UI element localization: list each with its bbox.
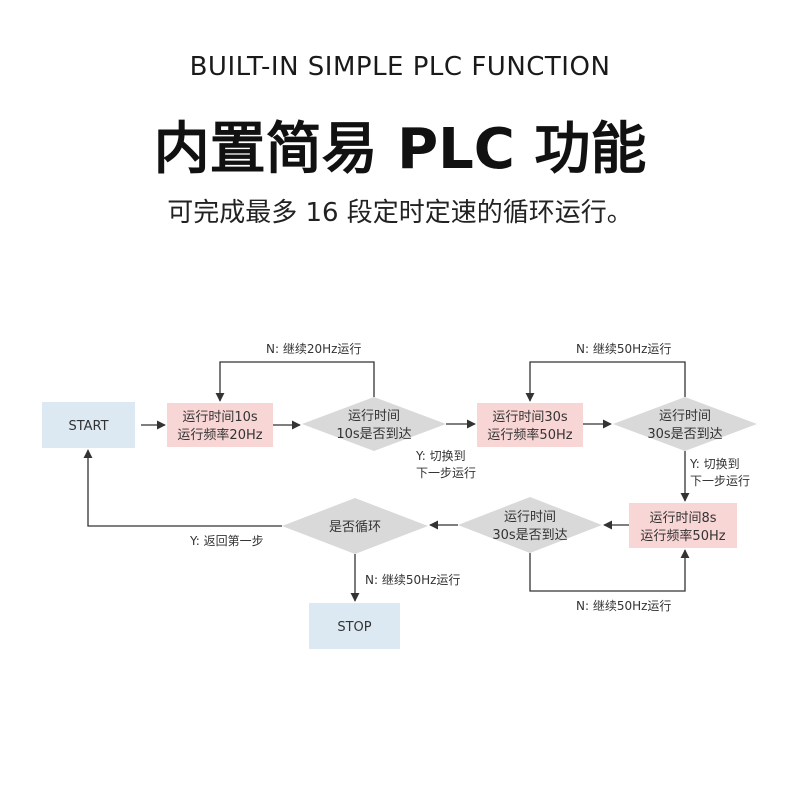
process-2 (477, 403, 583, 447)
stop-label: STOP (337, 620, 371, 635)
yes-1-line-1: Y: 切换到 (415, 449, 466, 463)
yes-1-line-2: 下一步运行 (416, 466, 476, 480)
process-1-line-1: 运行时间10s (182, 410, 258, 425)
loop-d2-to-p2 (525, 361, 686, 402)
decision-2 (613, 397, 757, 451)
header-title-zh: 内置简易 PLC 功能 (153, 117, 647, 182)
decision-3-line-2: 30s是否到达 (492, 528, 567, 543)
stop-branch-label: N: 继续50Hz运行 (365, 573, 460, 587)
decision-2-line-2: 30s是否到达 (647, 427, 722, 442)
decision-1 (302, 397, 446, 451)
decision-3 (458, 497, 602, 553)
decision-4-label: 是否循环 (329, 520, 381, 535)
decision-1-line-2: 10s是否到达 (336, 427, 411, 442)
decision-3-line-1: 运行时间 (504, 510, 556, 525)
process-1-line-2: 运行频率20Hz (177, 427, 262, 443)
process-2-line-1: 运行时间30s (492, 410, 568, 425)
decision-2-line-1: 运行时间 (659, 409, 711, 424)
stop-node (309, 603, 400, 649)
loop-2-label: N: 继续50Hz运行 (576, 342, 671, 356)
process-3-line-2: 运行频率50Hz (640, 528, 725, 544)
yes-return-label: Y: 返回第一步 (189, 534, 264, 548)
process-3 (629, 503, 737, 548)
process-3-line-1: 运行时间8s (649, 511, 716, 526)
decision-1-line-1: 运行时间 (348, 409, 400, 424)
yes-2-line-2: 下一步运行 (690, 474, 750, 488)
return-d4-to-start (83, 449, 282, 527)
header-title-en: BUILT-IN SIMPLE PLC FUNCTION (189, 52, 611, 82)
yes-2-line-1: Y: 切换到 (689, 457, 740, 471)
loop-3-label: N: 继续50Hz运行 (576, 599, 671, 613)
header-subtitle: 可完成最多 16 段定时定速的循环运行。 (167, 198, 633, 228)
process-2-line-2: 运行频率50Hz (487, 427, 572, 443)
process-1 (167, 403, 273, 447)
start-node (42, 402, 135, 448)
decision-4 (282, 498, 428, 554)
loop-1-label: N: 继续20Hz运行 (266, 342, 361, 356)
loop-d3-to-p3 (529, 549, 690, 592)
start-label: START (68, 419, 108, 434)
loop-d1-to-p1 (215, 361, 375, 402)
